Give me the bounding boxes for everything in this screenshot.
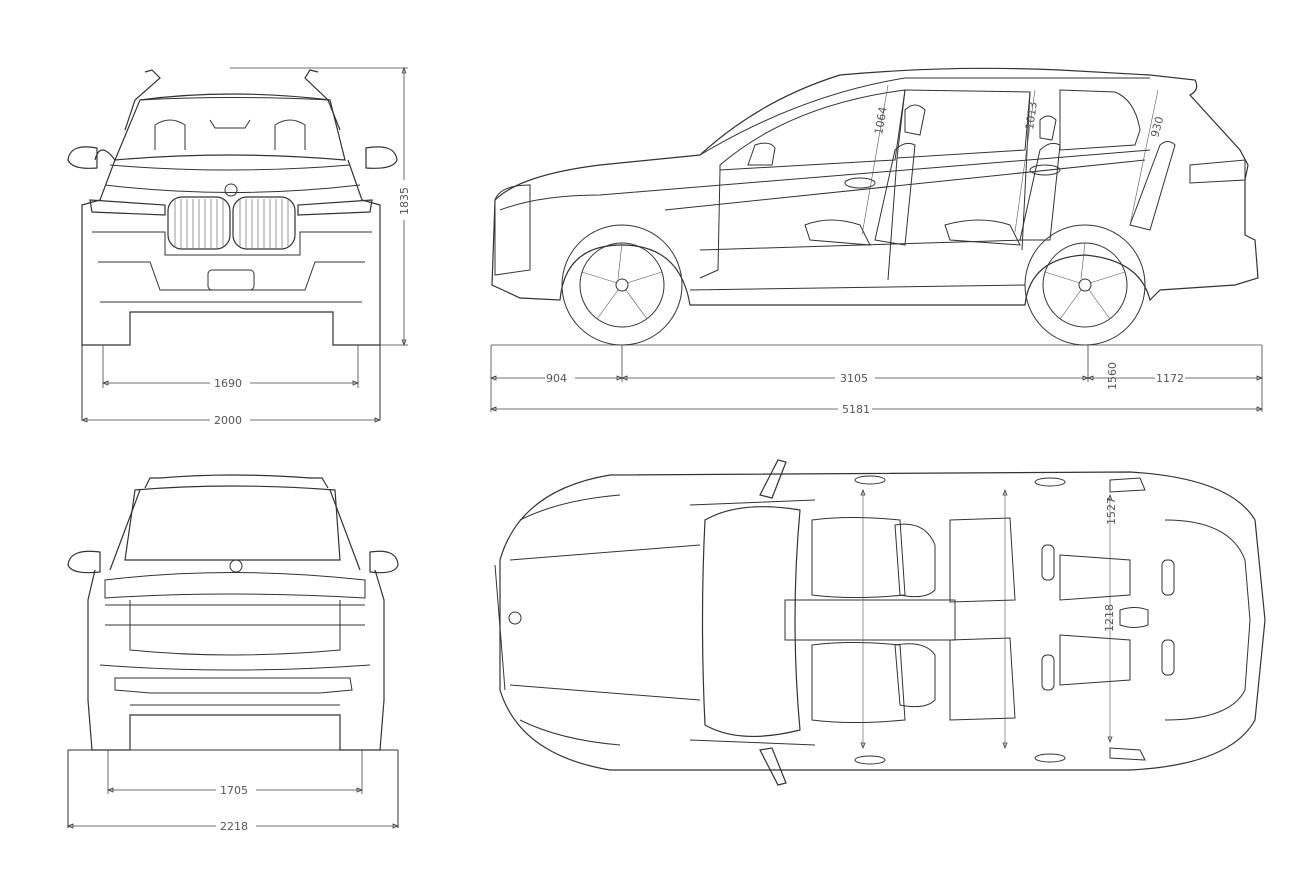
top-logo xyxy=(508,611,522,625)
side-view: 1064 1013 930 xyxy=(491,67,1259,346)
rear-windshield xyxy=(124,485,341,561)
rear-wheel xyxy=(1024,224,1146,346)
overall-length-label: 5181 xyxy=(842,403,870,416)
left-mirror xyxy=(67,146,98,169)
license-plate xyxy=(207,269,255,291)
rear-track-label: 1705 xyxy=(220,784,248,797)
side-dimensions: 904 3105 1172 1560 5181 xyxy=(489,344,1264,416)
height-label: 1835 xyxy=(398,187,411,215)
kidney-grille xyxy=(167,196,296,250)
wheelbase-label: 3105 xyxy=(840,372,868,385)
right-headlight xyxy=(297,199,373,216)
rear-door-window xyxy=(896,89,1031,159)
front-overhang-label: 904 xyxy=(546,372,567,385)
rear-quarter-window xyxy=(1059,89,1141,151)
front-track-label: 1690 xyxy=(214,377,242,390)
cargo-width-label: 1527 xyxy=(1105,497,1118,525)
third-row-headroom-label: 930 xyxy=(1148,115,1166,139)
width-mirrors-label: 2218 xyxy=(220,820,248,833)
right-mirror xyxy=(365,146,398,169)
second-row-headroom-label: 1013 xyxy=(1023,101,1040,131)
brand-logo xyxy=(224,183,238,197)
left-headlight xyxy=(89,199,166,216)
front-headroom-label: 1064 xyxy=(872,106,890,136)
rear-dimensions: 1705 2218 xyxy=(66,750,400,833)
cargo-arch-width-label: 1218 xyxy=(1103,604,1116,632)
rear-overhang-label: 1172 xyxy=(1156,372,1184,385)
front-width-label: 2000 xyxy=(214,414,242,427)
rear-view xyxy=(67,474,399,828)
ground-clearance-label: 1560 xyxy=(1106,362,1119,390)
front-view xyxy=(67,69,398,420)
front-wheel xyxy=(561,224,683,346)
rear-logo xyxy=(229,559,243,573)
top-view: 1527 1218 xyxy=(494,459,1266,786)
front-dimensions: 1690 2000 1835 xyxy=(80,66,411,427)
tail-lights xyxy=(104,572,366,599)
